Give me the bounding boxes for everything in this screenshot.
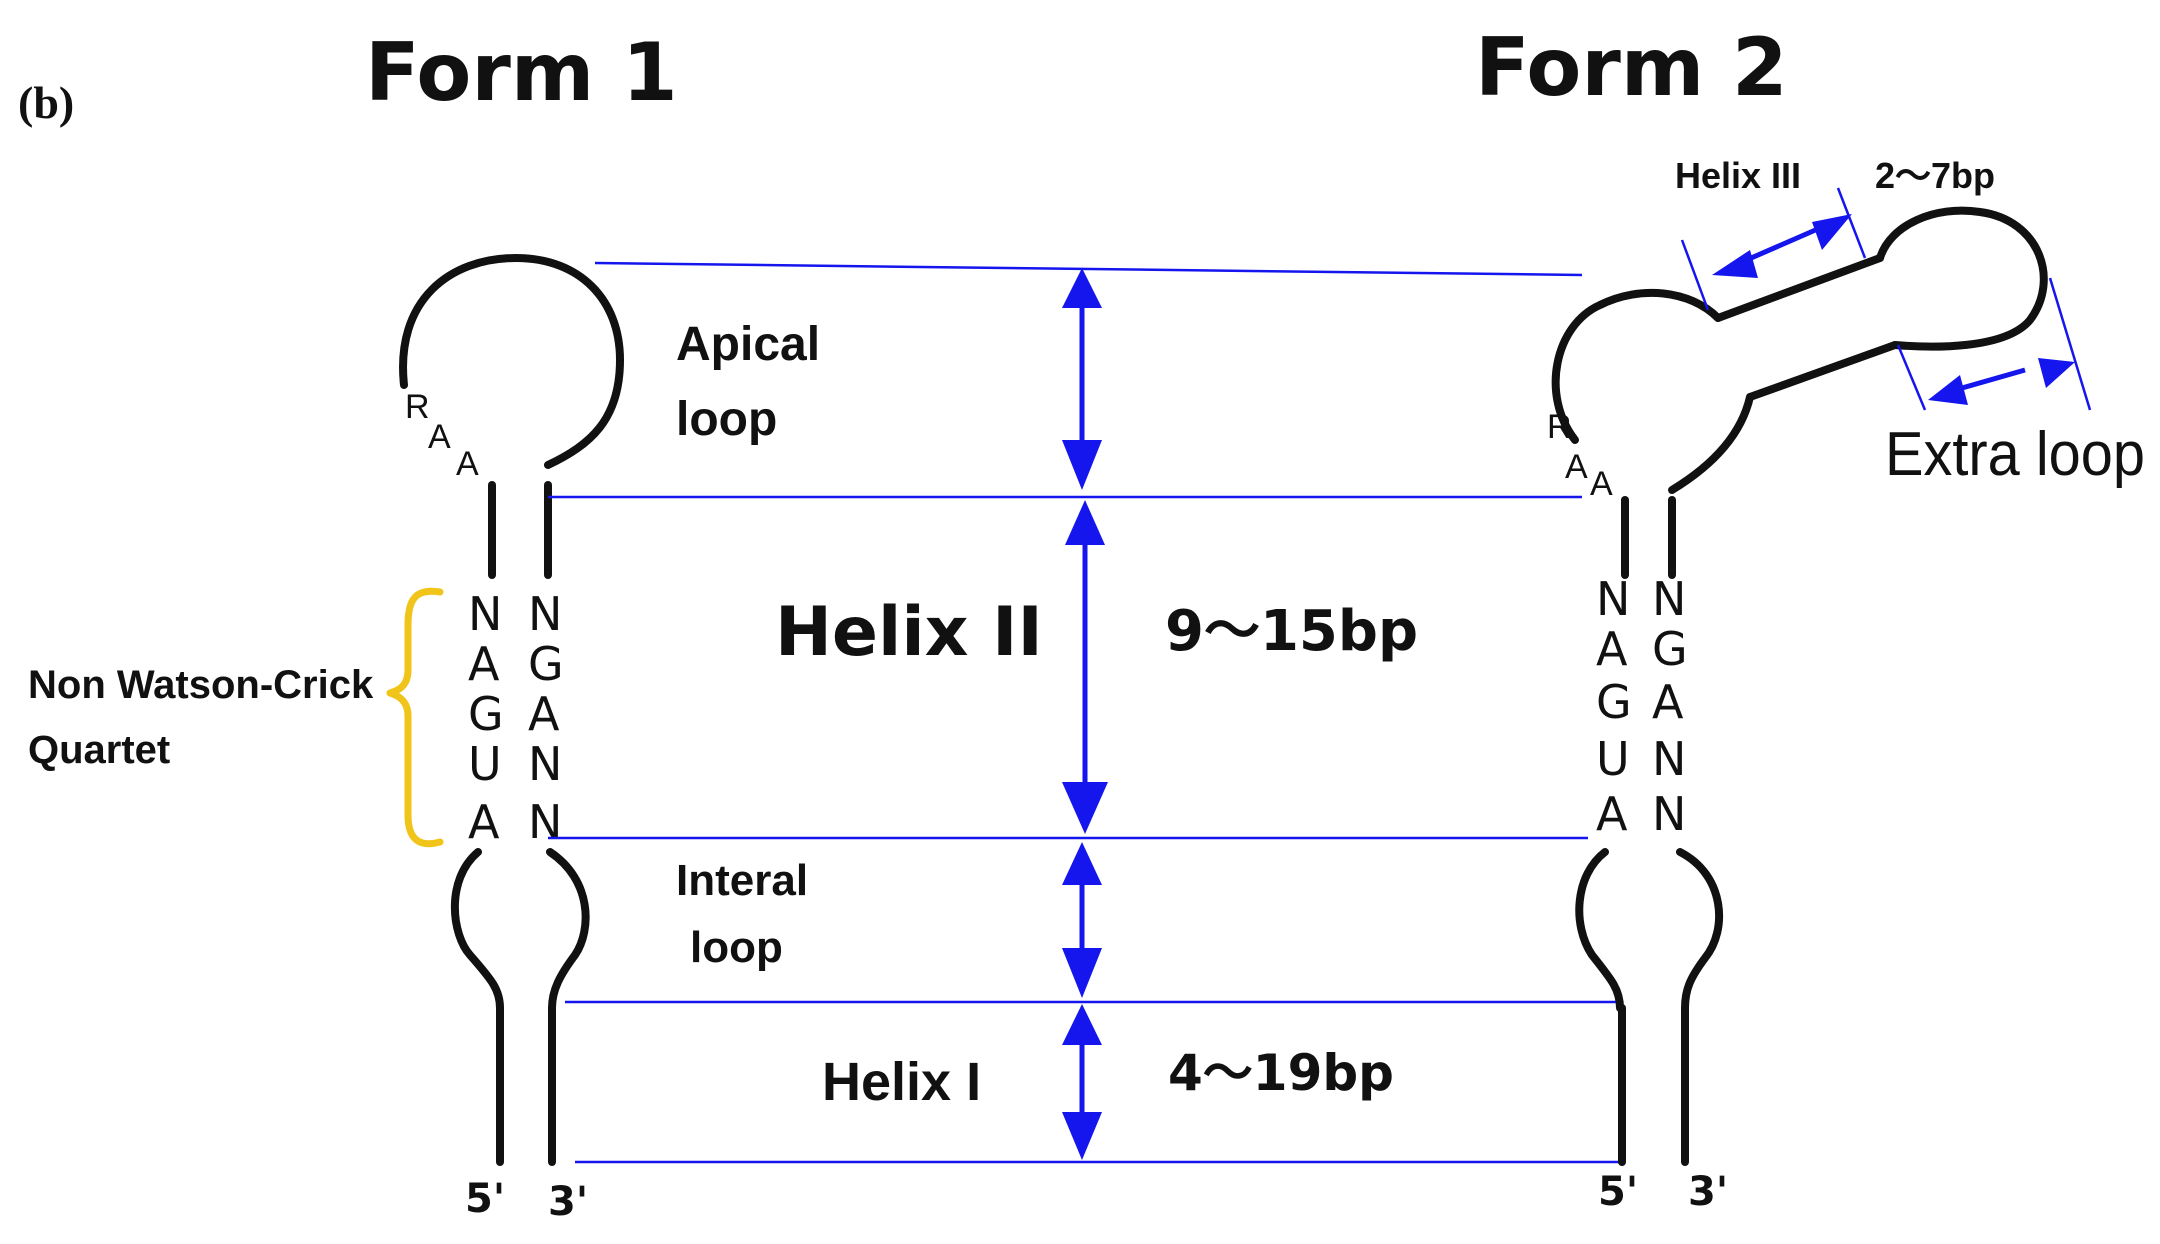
- form1-internal-loop-left: [450, 848, 504, 1012]
- form1-right-nuc-1: N: [528, 587, 562, 641]
- extra-loop-arrow-head-right: [2038, 358, 2075, 388]
- helix3-tick-right: [1836, 187, 1867, 259]
- form2-internal-loop-left: [1575, 848, 1624, 1012]
- form2-right-nuc-3: A: [1652, 675, 1684, 729]
- internal-loop-arrow-head-down: [1062, 948, 1102, 998]
- internal-loop-label-line1: Interal: [676, 856, 808, 905]
- helix1-arrow-head-up: [1062, 1004, 1102, 1045]
- form1-right-nuc-4: N: [528, 737, 562, 791]
- form2-loop-nuc-a1: A: [1565, 448, 1588, 486]
- form1-left-nuc-5: A: [468, 795, 500, 849]
- helix1-label: Helix I: [822, 1052, 981, 1112]
- extra-loop-arrow-head-left: [1928, 375, 1968, 405]
- form1-right-nuc-5: N: [528, 795, 562, 849]
- form2-left-nuc-1: N: [1596, 572, 1630, 626]
- guide-lines: [548, 261, 1625, 1164]
- form2-loop-nuc-a2: A: [1590, 465, 1613, 503]
- form2-left-nuc-3: G: [1596, 675, 1632, 729]
- extra-loop-tick-left: [1896, 344, 1927, 411]
- quartet-label-line1: Non Watson-Crick: [28, 663, 374, 707]
- internal-loop-arrow-head-up: [1062, 842, 1102, 885]
- form2-3prime-label: 3': [1688, 1169, 1728, 1215]
- quartet-bracket: [386, 587, 444, 848]
- form1-5prime-label: 5': [465, 1176, 505, 1222]
- form1-3prime-label: 3': [548, 1179, 588, 1225]
- form2-structure: R A A N A G U A N G A N N 5' 3': [1547, 206, 2048, 1215]
- extra-loop-tick-right: [2048, 277, 2092, 411]
- apical-loop-arrow-head-up: [1062, 268, 1102, 308]
- form2-right-nuc-2: G: [1652, 622, 1688, 676]
- form2-left-nuc-4: U: [1596, 732, 1630, 786]
- form2-loop-left: [1551, 288, 1722, 444]
- quartet-label-line2: Quartet: [28, 728, 170, 772]
- form2-right-nuc-5: N: [1652, 787, 1686, 841]
- form1-loop-nuc-a1: A: [428, 418, 451, 456]
- extra-loop-arrow-shaft: [1954, 367, 2026, 393]
- form1-left-nuc-4: U: [468, 737, 502, 791]
- form2-extra-loop: [1876, 206, 2048, 351]
- helix3-size-label: 2～7bp: [1875, 155, 1995, 196]
- form1-left-nuc-3: G: [468, 687, 504, 741]
- panel-label: (b): [18, 77, 74, 128]
- form2-loop-right: [1668, 393, 1754, 494]
- apical-loop-label-line2: loop: [676, 393, 777, 446]
- helix1-arrow-head-down: [1062, 1112, 1102, 1160]
- form2-internal-loop-right: [1676, 848, 1724, 1012]
- extra-loop-label: Extra loop: [1885, 420, 2145, 489]
- form1-right-nuc-2: G: [528, 637, 564, 691]
- form2-left-nuc-2: A: [1596, 622, 1628, 676]
- form2-helix3-strand-top: [1714, 254, 1884, 322]
- form2-left-nuc-5: A: [1596, 787, 1628, 841]
- form1-left-nuc-1: N: [468, 587, 502, 641]
- form2-right-nuc-4: N: [1652, 732, 1686, 786]
- guide-line-top: [594, 261, 1583, 277]
- form1-internal-loop-right: [546, 848, 590, 1012]
- form1-structure: R A A N A G U A N G A N N 5' 3': [399, 254, 624, 1225]
- helix3-arrow-head-left: [1712, 250, 1758, 278]
- form2-right-nuc-1: N: [1652, 572, 1686, 626]
- helix2-size-label: 9～15bp: [1165, 599, 1418, 664]
- helix2-label: Helix II: [775, 593, 1043, 672]
- helix1-size-label: 4～19bp: [1168, 1044, 1394, 1102]
- form2-5prime-label: 5': [1598, 1169, 1638, 1215]
- form1-right-nuc-3: A: [528, 687, 560, 741]
- apical-loop-arrow-head-down: [1062, 440, 1102, 490]
- form1-title: Form 1: [365, 26, 678, 119]
- helix2-arrow-head-up: [1065, 500, 1105, 545]
- dimension-arrows: [1062, 268, 1108, 1160]
- form2-loop-nuc-r: R: [1547, 408, 1572, 446]
- form1-apical-loop-arc: [399, 254, 624, 469]
- helix3-arrow-shaft: [1741, 225, 1821, 265]
- form2-helix3-strand-bottom: [1746, 341, 1899, 401]
- form1-loop-nuc-a2: A: [456, 445, 479, 483]
- form1-loop-nuc-r: R: [405, 388, 430, 426]
- helix3-arrow-head-right: [1812, 214, 1852, 250]
- form2-title: Form 2: [1475, 21, 1788, 114]
- form1-left-nuc-2: A: [468, 637, 500, 691]
- helix2-arrow-head-down: [1062, 782, 1108, 834]
- helix3-tick-left: [1680, 239, 1710, 311]
- internal-loop-label-line2: loop: [690, 923, 783, 972]
- form2-annotations: Helix III 2～7bp Extra loop: [1675, 155, 2145, 489]
- helix3-label: Helix III: [1675, 155, 1801, 196]
- apical-loop-label-line1: Apical: [676, 318, 820, 371]
